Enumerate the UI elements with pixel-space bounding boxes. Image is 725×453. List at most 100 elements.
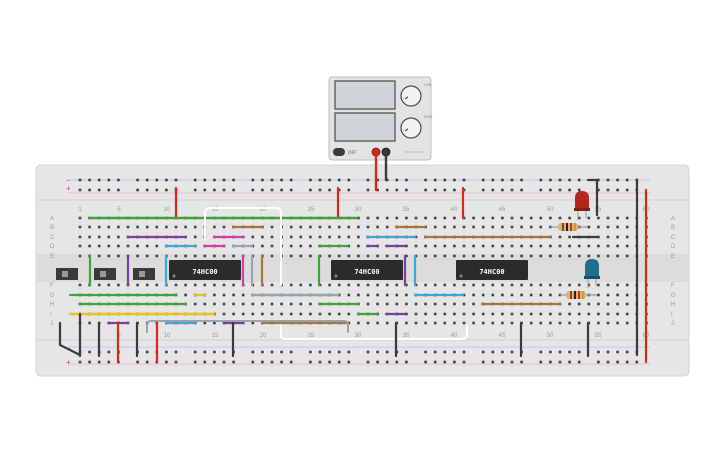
breadboard-hole[interactable] [97, 188, 101, 192]
breadboard-hole[interactable] [328, 360, 331, 364]
breadboard-hole[interactable] [577, 178, 581, 182]
breadboard-hole[interactable] [136, 178, 139, 182]
breadboard-hole[interactable] [606, 293, 610, 297]
breadboard-hole[interactable] [270, 178, 274, 182]
breadboard-hole[interactable] [347, 283, 351, 287]
breadboard-hole[interactable] [520, 293, 523, 297]
breadboard-hole[interactable] [241, 302, 245, 306]
breadboard-hole[interactable] [414, 321, 418, 325]
breadboard-hole[interactable] [174, 178, 178, 182]
breadboard-hole[interactable] [568, 178, 571, 182]
breadboard-hole[interactable] [289, 254, 293, 258]
breadboard-hole[interactable] [433, 216, 437, 220]
breadboard-hole[interactable] [587, 302, 591, 306]
breadboard-hole[interactable] [366, 178, 370, 182]
breadboard-hole[interactable] [462, 178, 466, 182]
breadboard-hole[interactable] [309, 235, 312, 239]
breadboard-hole[interactable] [289, 350, 293, 354]
breadboard-hole[interactable] [481, 254, 485, 258]
breadboard-hole[interactable] [405, 188, 408, 192]
breadboard-hole[interactable] [193, 283, 197, 287]
breadboard-hole[interactable] [117, 254, 120, 258]
breadboard-hole[interactable] [510, 188, 514, 192]
breadboard-hole[interactable] [78, 254, 82, 258]
breadboard-hole[interactable] [577, 321, 581, 325]
breadboard-hole[interactable] [78, 235, 82, 239]
breadboard-hole[interactable] [597, 254, 600, 258]
breadboard-hole[interactable] [309, 312, 312, 316]
breadboard-hole[interactable] [539, 216, 543, 220]
breadboard-hole[interactable] [568, 350, 571, 354]
breadboard-hole[interactable] [501, 283, 504, 287]
breadboard-hole[interactable] [366, 321, 370, 325]
breadboard-hole[interactable] [558, 321, 562, 325]
breadboard-hole[interactable] [491, 178, 495, 182]
breadboard-hole[interactable] [558, 188, 562, 192]
breadboard-hole[interactable] [558, 235, 562, 239]
breadboard-hole[interactable] [88, 225, 91, 229]
breadboard-hole[interactable] [491, 350, 495, 354]
breadboard-hole[interactable] [539, 244, 543, 248]
breadboard-hole[interactable] [222, 254, 226, 258]
breadboard-hole[interactable] [107, 360, 111, 364]
breadboard-hole[interactable] [107, 225, 111, 229]
breadboard-hole[interactable] [597, 225, 600, 229]
breadboard-hole[interactable] [616, 244, 619, 248]
breadboard-hole[interactable] [616, 254, 619, 258]
breadboard-hole[interactable] [520, 244, 523, 248]
breadboard-hole[interactable] [107, 254, 111, 258]
breadboard-hole[interactable] [203, 321, 207, 325]
breadboard-hole[interactable] [558, 283, 562, 287]
breadboard-hole[interactable] [222, 302, 226, 306]
breadboard-hole[interactable] [616, 360, 619, 364]
breadboard-hole[interactable] [597, 312, 600, 316]
breadboard-hole[interactable] [549, 312, 552, 316]
breadboard-hole[interactable] [251, 235, 255, 239]
breadboard-hole[interactable] [405, 312, 408, 316]
breadboard-hole[interactable] [472, 225, 475, 229]
breadboard-hole[interactable] [549, 178, 552, 182]
breadboard-hole[interactable] [347, 293, 351, 297]
breadboard-hole[interactable] [88, 321, 91, 325]
breadboard-hole[interactable] [270, 312, 274, 316]
breadboard-hole[interactable] [481, 283, 485, 287]
breadboard-hole[interactable] [568, 360, 571, 364]
breadboard-hole[interactable] [405, 293, 408, 297]
breadboard-hole[interactable] [520, 216, 523, 220]
breadboard-hole[interactable] [568, 312, 571, 316]
slide-switch[interactable] [94, 268, 116, 280]
breadboard-hole[interactable] [558, 254, 562, 258]
breadboard-hole[interactable] [606, 188, 610, 192]
breadboard-hole[interactable] [299, 302, 303, 306]
breadboard-hole[interactable] [443, 254, 447, 258]
breadboard-hole[interactable] [261, 235, 264, 239]
breadboard-hole[interactable] [78, 216, 82, 220]
breadboard-hole[interactable] [193, 225, 197, 229]
breadboard-hole[interactable] [97, 235, 101, 239]
breadboard-hole[interactable] [558, 350, 562, 354]
breadboard-hole[interactable] [462, 302, 466, 306]
breadboard-hole[interactable] [577, 312, 581, 316]
breadboard-hole[interactable] [78, 360, 82, 364]
breadboard-hole[interactable] [433, 244, 437, 248]
breadboard-hole[interactable] [549, 283, 552, 287]
wire-white[interactable] [204, 207, 282, 286]
breadboard-hole[interactable] [529, 312, 533, 316]
breadboard-hole[interactable] [577, 350, 581, 354]
breadboard-hole[interactable] [145, 244, 149, 248]
breadboard-hole[interactable] [213, 254, 216, 258]
breadboard-hole[interactable] [203, 360, 207, 364]
breadboard-hole[interactable] [481, 225, 485, 229]
breadboard-hole[interactable] [88, 188, 91, 192]
breadboard-hole[interactable] [328, 283, 331, 287]
breadboard-hole[interactable] [472, 312, 475, 316]
breadboard-hole[interactable] [625, 244, 629, 248]
breadboard-hole[interactable] [491, 321, 495, 325]
breadboard-hole[interactable] [347, 360, 351, 364]
breadboard-hole[interactable] [597, 321, 600, 325]
breadboard-hole[interactable] [510, 244, 514, 248]
breadboard-hole[interactable] [577, 188, 581, 192]
breadboard-hole[interactable] [193, 302, 197, 306]
breadboard-hole[interactable] [606, 254, 610, 258]
chip-74hc00-3[interactable]: 74HC00 [456, 260, 528, 280]
